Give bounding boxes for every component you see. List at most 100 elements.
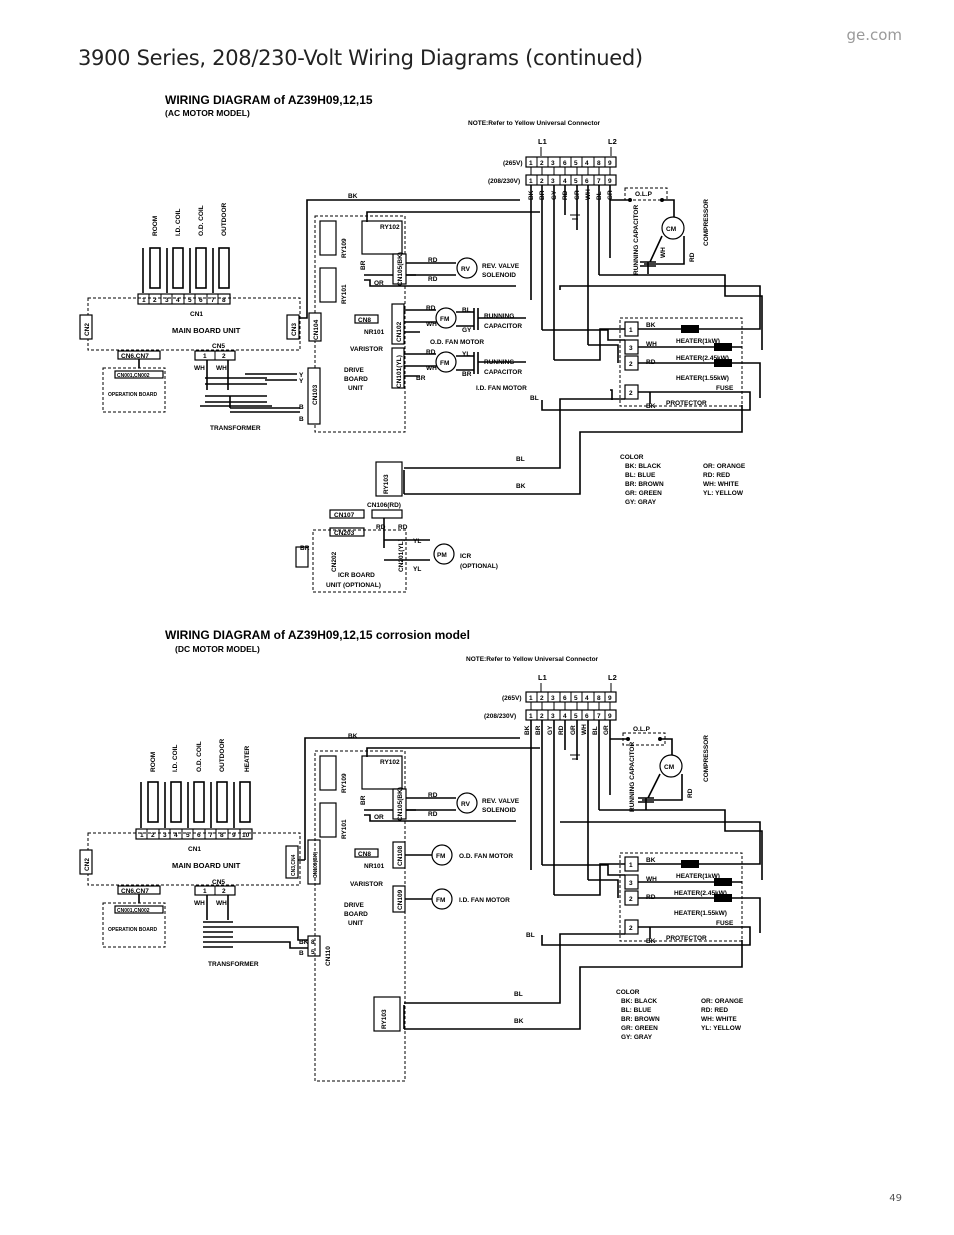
svg-text:7: 7 (209, 832, 213, 839)
svg-text:YL: YELLOW: YL: YELLOW (701, 1025, 742, 1032)
svg-text:BK: BK (348, 733, 358, 740)
svg-text:BK: BK (646, 857, 656, 864)
svg-text:1: 1 (529, 713, 533, 720)
svg-text:BL: BL (462, 307, 471, 314)
svg-text:RD: RED: RD: RED (703, 472, 730, 479)
svg-text:4: 4 (176, 297, 180, 304)
page-title: 3900 Series, 208/230-Volt Wiring Diagram… (78, 46, 643, 70)
svg-text:UNIT: UNIT (348, 920, 363, 927)
color-legend: COLOR BK: BLACK BL: BLUE BR: BROWN GR: G… (620, 454, 746, 506)
svg-text:9: 9 (608, 713, 612, 720)
svg-text:3: 3 (551, 713, 555, 720)
svg-text:RUNNING: RUNNING (484, 313, 514, 320)
svg-text:OR: ORANGE: OR: ORANGE (703, 463, 746, 470)
svg-text:2: 2 (153, 297, 157, 304)
svg-text:6: 6 (197, 832, 201, 839)
svg-text:2: 2 (151, 832, 155, 839)
l2-label: L2 (608, 137, 617, 146)
svg-text:SOLENOID: SOLENOID (482, 807, 516, 814)
svg-text:9: 9 (608, 178, 612, 185)
svg-text:RY102: RY102 (380, 759, 400, 766)
svg-text:2: 2 (540, 695, 544, 702)
svg-text:CAPACITOR: CAPACITOR (484, 369, 522, 376)
svg-text:HEATER(1.55kW): HEATER(1.55kW) (674, 910, 727, 917)
v265-label: (265V) (503, 160, 523, 167)
svg-text:FM: FM (436, 853, 445, 860)
cn1-label: CN1 (190, 311, 203, 318)
svg-text:1: 1 (529, 160, 533, 167)
svg-text:(OPTIONAL): (OPTIONAL) (460, 563, 498, 570)
svg-text:8: 8 (597, 695, 601, 702)
svg-text:DRIVE: DRIVE (344, 902, 365, 909)
drive-board-unit (314, 215, 406, 433)
svg-text:HEATER(1.55kW): HEATER(1.55kW) (676, 375, 729, 382)
svg-text:CN104: CN104 (313, 319, 320, 340)
svg-text:1: 1 (629, 327, 633, 334)
svg-text:I.D. COIL: I.D. COIL (172, 745, 179, 772)
site-url[interactable]: ge.com (846, 26, 902, 44)
svg-text:8: 8 (597, 160, 601, 167)
svg-text:VARISTOR: VARISTOR (350, 346, 383, 353)
svg-text:CN6,CN7: CN6,CN7 (121, 888, 149, 895)
svg-text:CN8: CN8 (358, 317, 371, 324)
svg-text:L1: L1 (538, 673, 547, 682)
svg-text:RD: RD (398, 524, 408, 531)
svg-text:O.D. FAN MOTOR: O.D. FAN MOTOR (430, 339, 484, 346)
svg-text:FUSE: FUSE (716, 920, 734, 927)
svg-text:BK: BK (646, 322, 656, 329)
svg-text:3: 3 (629, 345, 633, 352)
icr-motor-icon (433, 543, 455, 565)
svg-text:GR: GR (603, 725, 610, 735)
svg-text:NR101: NR101 (364, 329, 385, 336)
rev-valve-icon (456, 257, 478, 279)
svg-text:UNIT: UNIT (348, 385, 363, 392)
svg-text:OPERATION BOARD: OPERATION BOARD (108, 392, 157, 398)
svg-text:GY: GY (547, 725, 554, 735)
svg-text:8: 8 (220, 832, 224, 839)
svg-text:CN2: CN2 (84, 858, 91, 871)
svg-text:FM: FM (440, 360, 449, 367)
svg-text:RY102: RY102 (380, 224, 400, 231)
svg-text:2: 2 (629, 896, 633, 903)
svg-text:REV. VALVE: REV. VALVE (482, 263, 520, 270)
svg-text:RY101: RY101 (341, 284, 348, 304)
top-wire-labels: BK BR GY RD GR WH BL GR (524, 724, 610, 735)
svg-text:CN3: CN3 (291, 323, 298, 336)
thermistor-block: ROOM I.D. COIL O.D. COIL OUTDOOR HEATER (140, 738, 251, 828)
svg-text:BL: BL (514, 991, 523, 998)
heater-1kw-icon (681, 860, 699, 868)
svg-text:SOLENOID: SOLENOID (482, 272, 516, 279)
svg-text:RD: RD (558, 725, 565, 735)
svg-text:8: 8 (311, 939, 315, 946)
svg-text:RUNNING CAPACITOR: RUNNING CAPACITOR (629, 742, 636, 812)
svg-text:WH: WHITE: WH: WHITE (701, 1016, 737, 1023)
svg-text:YL: YL (413, 538, 421, 545)
svg-text:RV: RV (461, 266, 471, 273)
svg-text:CN3,CN4: CN3,CN4 (291, 854, 297, 876)
svg-text:RD: RD (687, 788, 694, 798)
svg-text:(208/230V): (208/230V) (484, 713, 516, 720)
svg-text:BK: BK (646, 403, 656, 410)
svg-text:2: 2 (222, 888, 226, 895)
svg-text:RY103: RY103 (383, 474, 390, 494)
svg-text:CN6,CN7: CN6,CN7 (121, 353, 149, 360)
svg-text:RD: RD (426, 349, 436, 356)
svg-text:BK: BLACK: BK: BLACK (621, 998, 657, 1005)
svg-text:CN001,CN002: CN001,CN002 (117, 908, 150, 914)
svg-text:5: 5 (188, 297, 192, 304)
svg-text:CN110: CN110 (325, 946, 332, 966)
svg-text:(265V): (265V) (502, 695, 522, 702)
svg-text:L2: L2 (608, 673, 617, 682)
diagram-subtitle: (DC MOTOR MODEL) (175, 644, 260, 654)
heater-245kw-icon (714, 343, 732, 351)
svg-text:CN106(RD): CN106(RD) (367, 502, 401, 509)
svg-text:PROTECTOR: PROTECTOR (666, 935, 707, 942)
heater-block (619, 852, 743, 942)
svg-text:VARISTOR: VARISTOR (350, 881, 383, 888)
svg-text:BK: BLACK: BK: BLACK (625, 463, 661, 470)
svg-text:2: 2 (629, 925, 633, 932)
color-legend: COLOR BK: BLACK BL: BLUE BR: BROWN GR: G… (616, 989, 744, 1041)
svg-text:WH: WH (646, 341, 657, 348)
